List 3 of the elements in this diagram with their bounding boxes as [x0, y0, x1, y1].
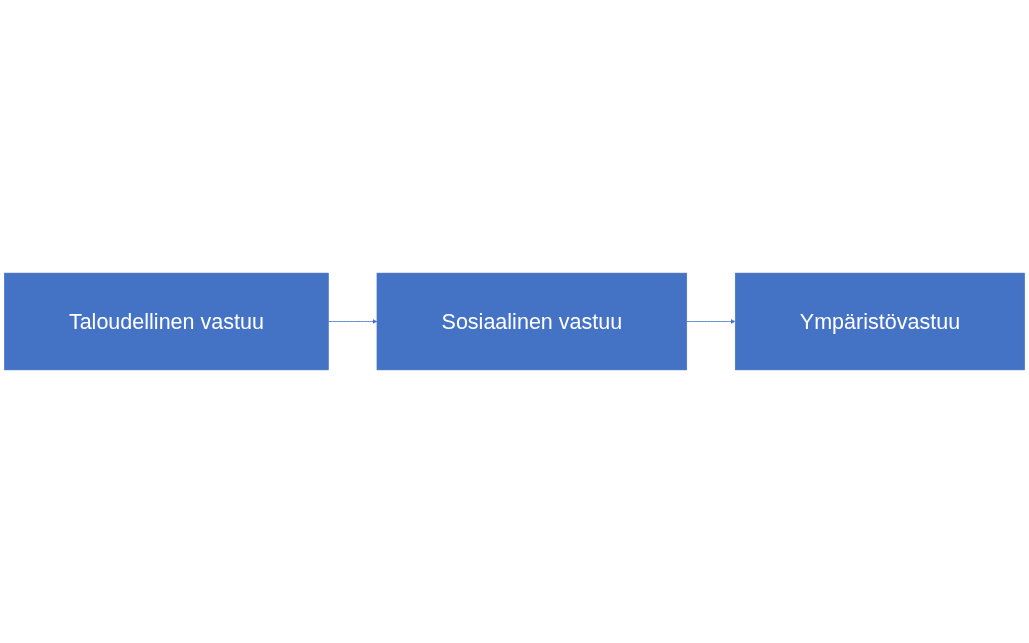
node-box: Taloudellinen vastuu	[4, 272, 329, 371]
node-box: Sosiaalinen vastuu	[376, 272, 688, 371]
node-box: Ympäristövastuu	[734, 272, 1025, 371]
